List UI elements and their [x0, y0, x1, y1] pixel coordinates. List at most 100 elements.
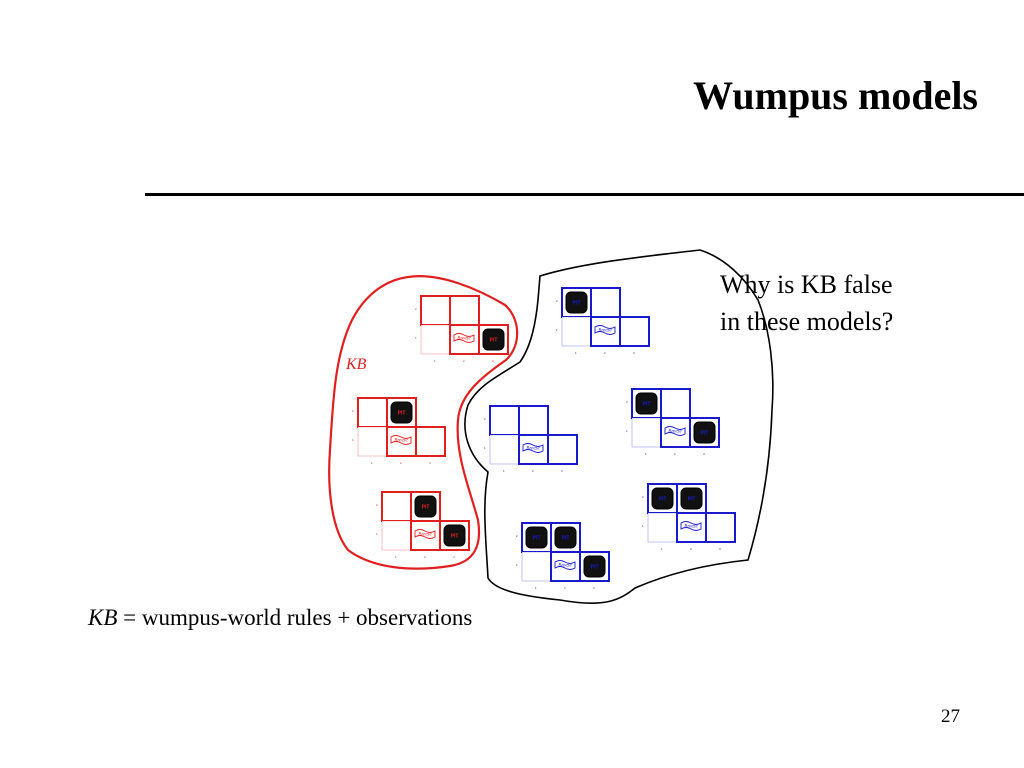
grid-cell-1-1	[381, 520, 412, 551]
col-tick-label: 2	[424, 555, 426, 559]
col-tick-label: 2	[690, 547, 692, 551]
col-tick-label: 1	[535, 586, 537, 590]
other-model-grid-2: Breeze 2 1 1 2 3	[484, 405, 578, 473]
pit-icon	[525, 526, 548, 549]
grid-cell-1-1	[420, 324, 451, 355]
pit-label: PIT	[688, 497, 696, 503]
grid-cell-2-2	[590, 287, 621, 318]
pit-label: PIT	[451, 534, 459, 540]
kb-definition: KB = wumpus-world rules + observations	[88, 605, 472, 631]
grid-cell-1-1	[647, 512, 678, 543]
kb-models-outline	[328, 275, 519, 570]
pit-label: PIT	[562, 536, 570, 542]
col-tick-label: 1	[434, 359, 436, 363]
question-line-2: in these models?	[720, 307, 894, 336]
pit-label: PIT	[398, 411, 406, 417]
col-tick-label: 3	[703, 452, 705, 456]
row-tick-label: 2	[415, 307, 417, 311]
pit-label: PIT	[591, 565, 599, 571]
row-tick-label: 1	[626, 429, 628, 433]
col-tick-label: 1	[645, 452, 647, 456]
breeze-label: Breeze	[526, 447, 540, 452]
breeze-label: Breeze	[684, 525, 698, 530]
col-tick-label: 1	[395, 555, 397, 559]
slide-title: Wumpus models	[693, 73, 978, 118]
pit-icon	[680, 487, 703, 510]
kb-region-label: KB	[345, 356, 367, 373]
col-tick-label: 3	[561, 469, 563, 473]
pit-label: PIT	[422, 505, 430, 511]
question-line-1: Why is KB false	[720, 270, 893, 299]
pit-icon	[583, 555, 606, 578]
pit-icon	[635, 392, 658, 415]
pit-icon	[651, 487, 674, 510]
grid-cell-1-1	[561, 316, 592, 347]
row-tick-label: 1	[516, 563, 518, 567]
row-tick-label: 2	[376, 503, 378, 507]
grid-cell-1-2	[357, 397, 388, 428]
pit-icon	[565, 291, 588, 314]
row-tick-label: 2	[484, 417, 486, 421]
col-tick-label: 3	[429, 461, 431, 465]
breeze-banner	[594, 325, 616, 335]
grid-cell-2-2	[660, 388, 691, 419]
grid-cell-1-1	[631, 417, 662, 448]
breeze-banner	[390, 435, 412, 445]
col-tick-label: 3	[492, 359, 494, 363]
breeze-banner	[680, 521, 702, 531]
pit-label: PIT	[573, 301, 581, 307]
col-tick-label: 2	[463, 359, 465, 363]
grid-cell-1-2	[381, 491, 412, 522]
grid-cell-1-1	[521, 551, 552, 582]
pit-label: PIT	[659, 497, 667, 503]
pit-icon	[693, 421, 716, 444]
kb-definition-term: KB	[88, 605, 118, 630]
kb-definition-rest: = wumpus-world rules + observations	[117, 605, 473, 630]
breeze-label: Breeze	[598, 329, 612, 334]
pit-icon	[554, 526, 577, 549]
title-underline	[145, 193, 1024, 196]
breeze-banner	[414, 529, 436, 539]
col-tick-label: 2	[532, 469, 534, 473]
col-tick-label: 3	[453, 555, 455, 559]
all-models-outline	[464, 249, 774, 605]
row-tick-label: 2	[556, 299, 558, 303]
breeze-label: Breeze	[457, 337, 471, 342]
col-tick-label: 2	[674, 452, 676, 456]
col-tick-label: 3	[719, 547, 721, 551]
grid-cell-1-2	[420, 295, 451, 326]
row-tick-label: 2	[516, 534, 518, 538]
pit-label: PIT	[643, 402, 651, 408]
col-tick-label: 1	[503, 469, 505, 473]
row-tick-label: 1	[352, 438, 354, 442]
question-text: Why is KB false in these models?	[720, 266, 980, 340]
grid-cell-1-2	[489, 405, 520, 436]
breeze-banner	[554, 560, 576, 570]
pit-icon	[443, 524, 466, 547]
col-tick-label: 3	[633, 351, 635, 355]
grid-cell-3-1	[705, 512, 736, 543]
grid-cell-3-1	[619, 316, 650, 347]
col-tick-label: 1	[661, 547, 663, 551]
grid-cell-2-2	[518, 405, 549, 436]
row-tick-label: 2	[626, 400, 628, 404]
breeze-label: Breeze	[394, 439, 408, 444]
grid-cell-1-1	[489, 434, 520, 465]
pit-label: PIT	[490, 338, 498, 344]
row-tick-label: 2	[642, 495, 644, 499]
col-tick-label: 2	[564, 586, 566, 590]
row-tick-label: 1	[484, 446, 486, 450]
col-tick-label: 2	[400, 461, 402, 465]
grid-cell-2-2	[449, 295, 480, 326]
grid-cell-3-1	[415, 426, 446, 457]
row-tick-label: 1	[376, 532, 378, 536]
col-tick-label: 1	[371, 461, 373, 465]
